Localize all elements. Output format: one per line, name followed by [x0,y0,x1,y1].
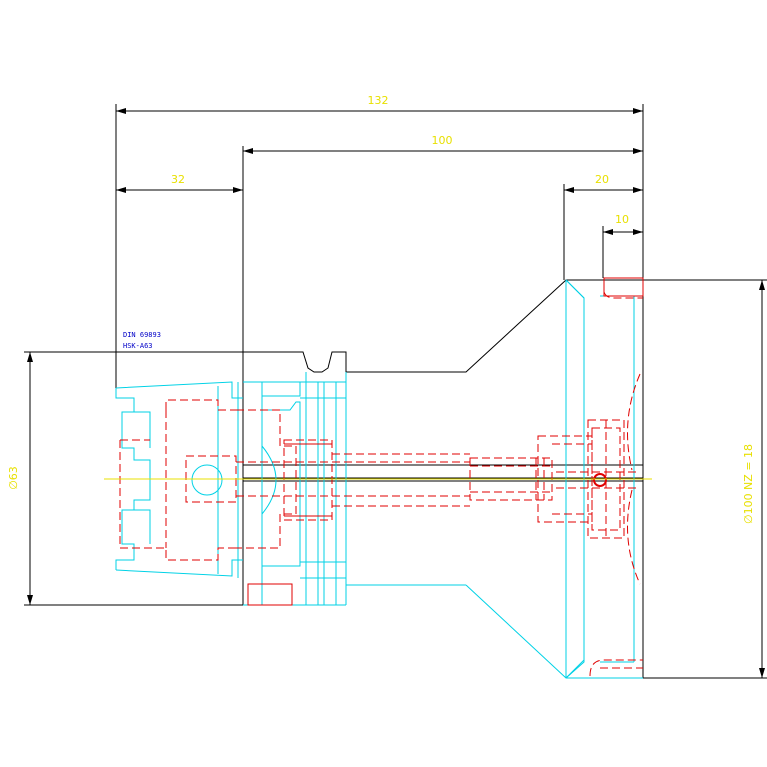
note-standard: DIN 69893 [123,331,161,339]
dim-cutter-diameter: ∅100 NZ = 18 [742,444,755,524]
dimension-lines [24,104,767,679]
arrowheads [27,108,765,678]
dim-insert-width: 10 [615,213,629,226]
note-interface: HSK-A63 [123,342,153,350]
tool-body [115,279,643,679]
dim-shank-length: 32 [171,173,185,186]
dim-overall-length: 132 [368,94,389,107]
dim-shank-diameter: ∅63 [7,466,20,490]
dim-flange-width: 20 [595,173,609,186]
tool-outline [115,279,644,678]
insert-pocket-solid [247,277,644,606]
dim-tool-length: 100 [432,134,453,147]
